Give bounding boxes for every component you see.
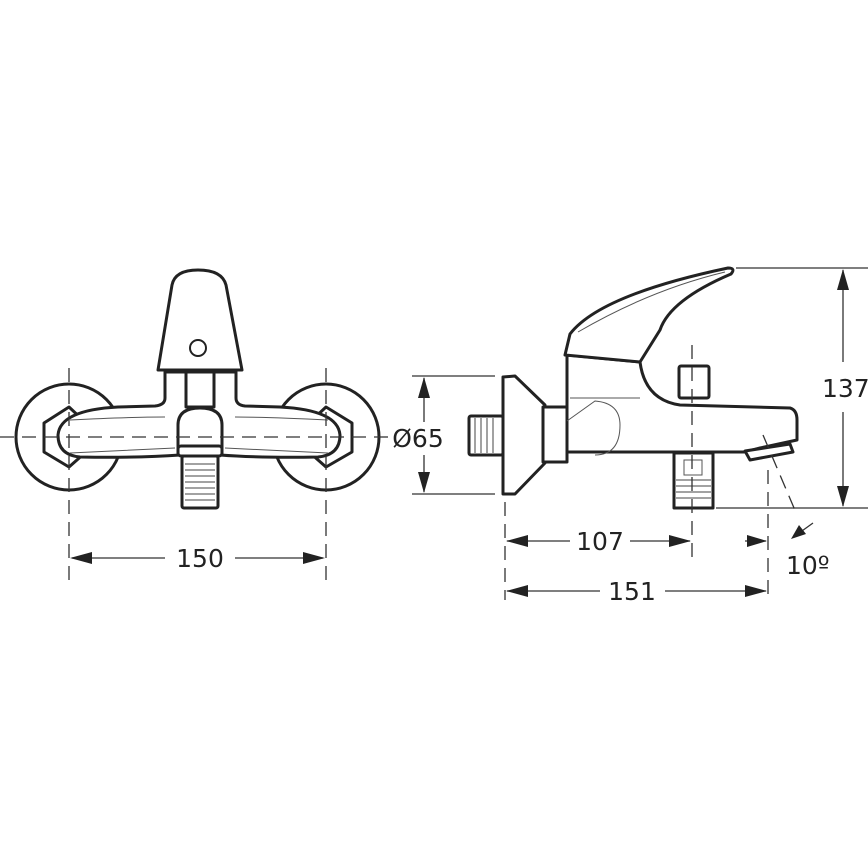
front-view: 150 — [0, 268, 395, 582]
wall-thread-lines — [474, 418, 494, 453]
spout-body — [565, 353, 799, 454]
dimension-137: 137 — [716, 267, 868, 509]
side-view: Ø65 137 107 151 10º — [392, 266, 868, 606]
dimension-150: 150 — [70, 544, 325, 573]
dimension-label-151: 151 — [608, 577, 656, 606]
outlet-side-threads — [676, 479, 711, 499]
connection-nut — [541, 405, 569, 464]
body-contour — [69, 416, 329, 454]
aerator — [743, 442, 795, 462]
diverter-knob — [677, 364, 711, 400]
dimension-diameter-65: Ø65 — [392, 375, 495, 495]
handle-contour — [577, 271, 726, 333]
dimension-label-107: 107 — [576, 527, 624, 556]
lever-handle-side — [563, 266, 735, 364]
diverter-stem — [184, 370, 216, 409]
body-contour-side — [566, 397, 640, 456]
dimension-label-10deg: 10º — [786, 551, 830, 580]
outlet-inner — [683, 459, 703, 476]
dimension-label-150: 150 — [176, 544, 224, 573]
wall-thread — [467, 414, 505, 457]
dimension-151: 151 — [506, 577, 767, 606]
spout-angle-line — [762, 434, 798, 516]
dimension-label-137: 137 — [822, 374, 868, 403]
handle-hole — [189, 339, 207, 357]
dimension-label-65: Ø65 — [392, 424, 444, 453]
wall-flange-side — [501, 374, 547, 496]
dimension-angle-10: 10º — [745, 522, 830, 580]
outlet-threads — [185, 463, 215, 501]
dimension-107: 107 — [506, 527, 691, 556]
lever-handle — [156, 268, 244, 372]
